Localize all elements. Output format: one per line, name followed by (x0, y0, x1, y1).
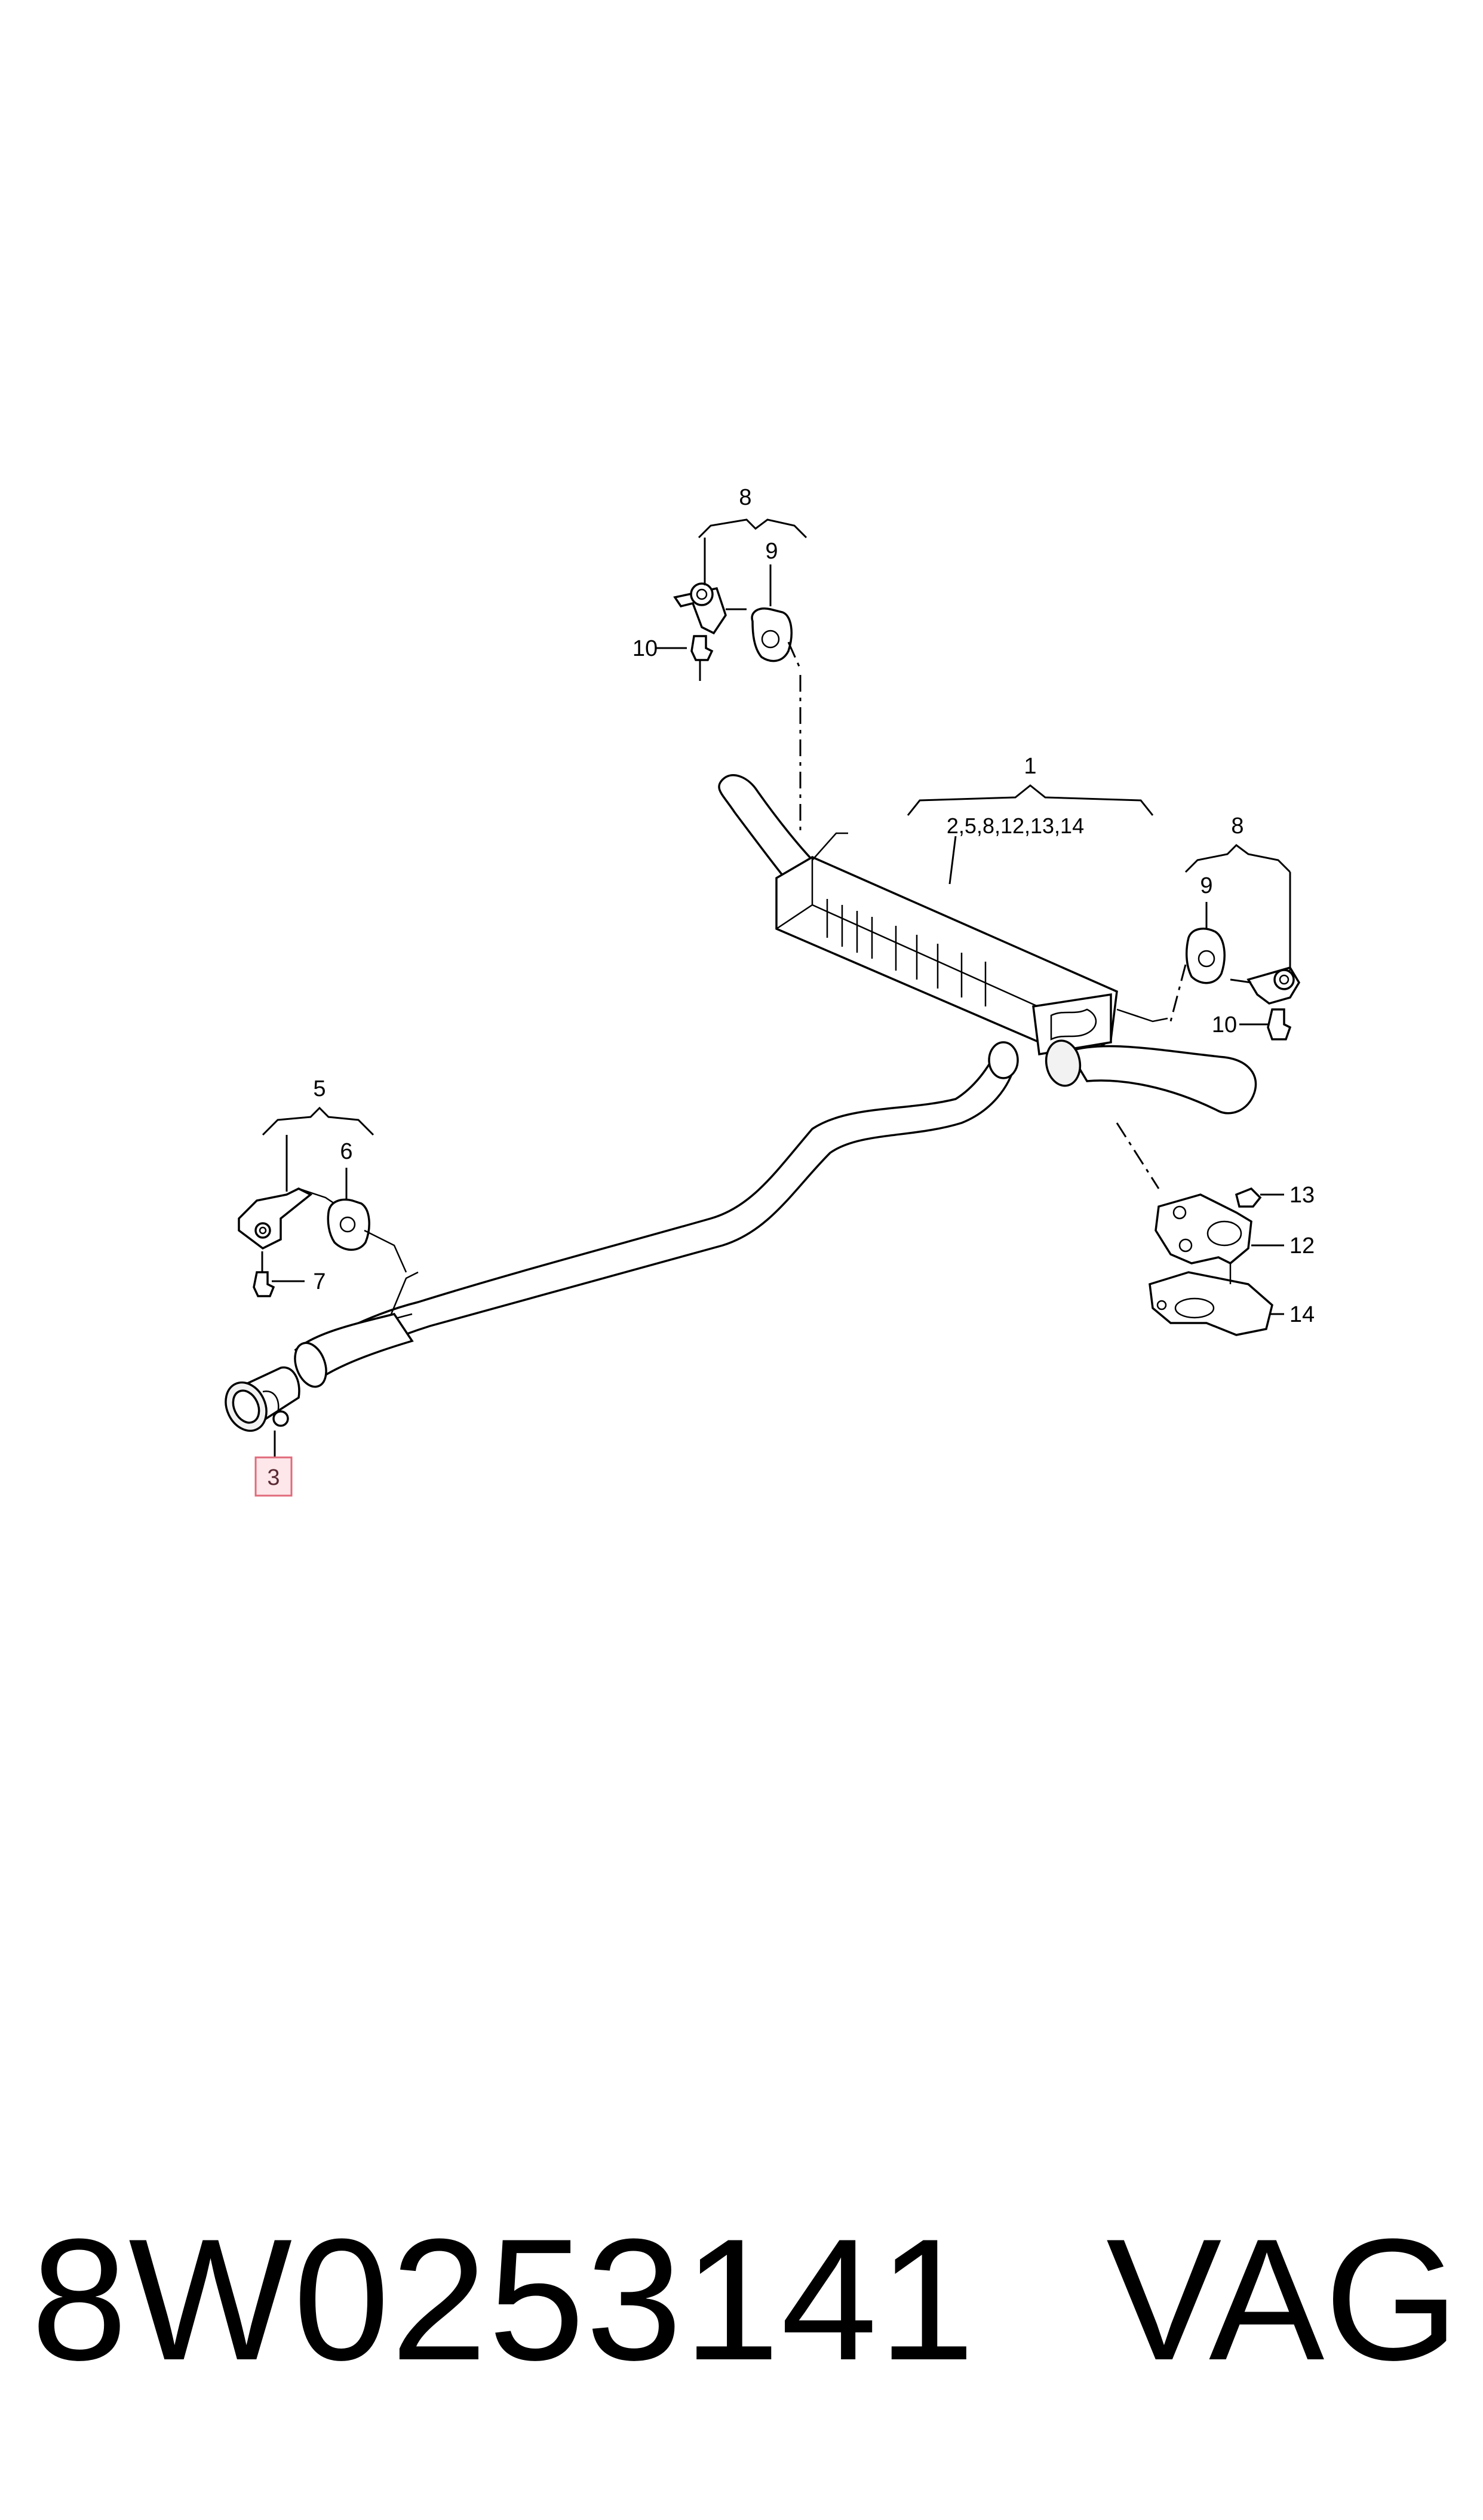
callout-8-top: 8 (739, 485, 751, 510)
heat-shield-assembly (1116, 1122, 1273, 1336)
callout-6: 6 (340, 1139, 352, 1164)
callout-3: 3 (267, 1465, 280, 1490)
callout-1: 1 (1024, 754, 1036, 779)
callout-8-right: 8 (1231, 814, 1243, 839)
callout-3-highlight (254, 1456, 293, 1497)
footer: 8W0253141 VAG (0, 2210, 1483, 2389)
callout-12: 12 (1289, 1233, 1315, 1259)
callout-10-right: 10 (1212, 1012, 1237, 1038)
callout-labels: 8 9 10 1 2,5,8,12,13,14 8 9 10 13 12 14 … (254, 485, 1315, 1497)
callout-5: 5 (313, 1076, 326, 1101)
callout-leaders (262, 518, 1291, 1315)
callout-14: 14 (1289, 1302, 1315, 1327)
top-hanger-assembly (673, 582, 802, 833)
left-hanger-assembly (238, 1187, 407, 1297)
callout-7: 7 (313, 1269, 326, 1294)
callout-9-right: 9 (1200, 873, 1212, 898)
callout-10-top: 10 (632, 636, 658, 661)
rear-muffler-part-1 (718, 774, 1257, 1115)
right-hanger-assembly (1169, 928, 1301, 1040)
part-number: 8W0253141 (31, 2203, 976, 2396)
intermediate-pipe (294, 1049, 1017, 1388)
pipe-clamp-part-3 (225, 1366, 300, 1457)
callout-1-subparts: 2,5,8,12,13,14 (947, 814, 1084, 838)
callout-13: 13 (1289, 1183, 1315, 1208)
brand-name: VAG (1106, 2203, 1459, 2396)
callout-9-top: 9 (765, 539, 778, 564)
